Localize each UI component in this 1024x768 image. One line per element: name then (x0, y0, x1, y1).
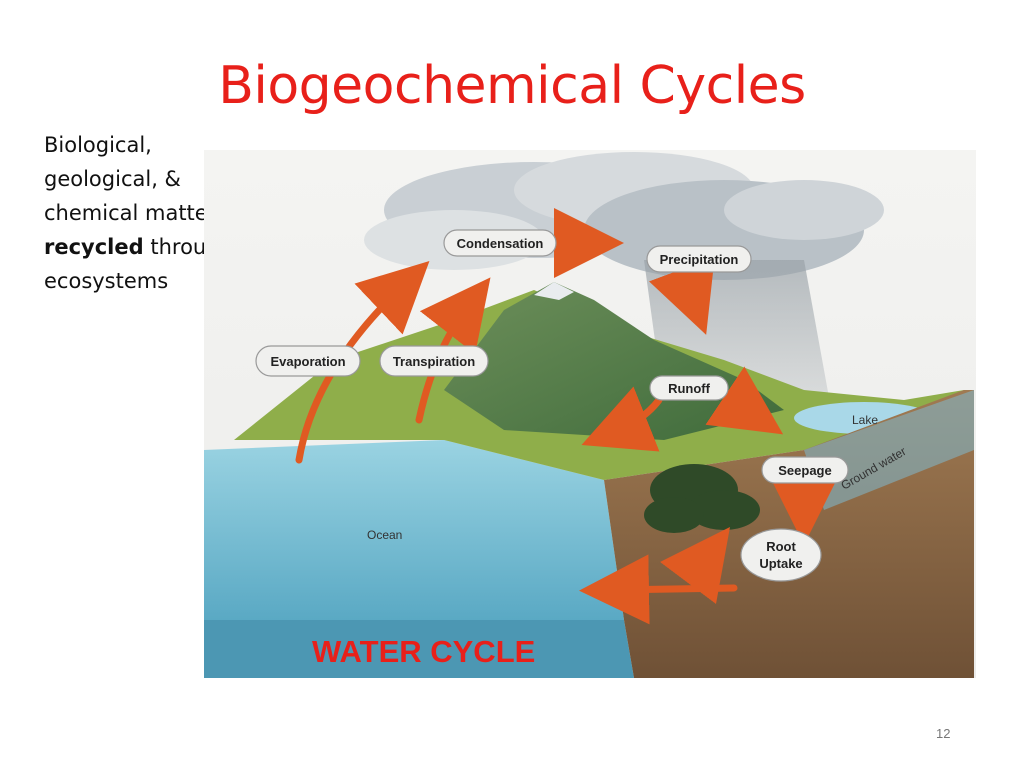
water-cycle-diagram: Condensation Precipitation Evaporation T… (204, 150, 976, 678)
ocean-depth (204, 620, 634, 678)
bullet-emphasis: recycled (44, 235, 144, 259)
bullet-line-5: ecosystems (44, 269, 169, 293)
root-uptake-arrow (660, 526, 730, 604)
seepage-label: Seepage (778, 463, 831, 478)
forest (644, 464, 760, 533)
runoff-arrow-left (581, 386, 663, 452)
precipitation-arrow (649, 257, 715, 335)
bullet-line-1: Biological, (44, 133, 152, 157)
bullet-line-3: chemical matter (44, 201, 217, 225)
label-transpiration: Transpiration (379, 345, 489, 377)
label-precipitation: Precipitation (646, 245, 752, 273)
page-number: 12 (936, 726, 951, 741)
label-root-uptake: Root Uptake (740, 528, 822, 582)
evaporation-label: Evaporation (270, 354, 345, 369)
root-uptake-label-line-1: Root (766, 539, 796, 554)
diagram-caption: WATER CYCLE (312, 634, 536, 669)
transpiration-label: Transpiration (393, 354, 475, 369)
runoff-label: Runoff (668, 381, 711, 396)
groundwater-flow-arrow (579, 554, 738, 625)
label-condensation: Condensation (443, 229, 557, 257)
precipitation-label: Precipitation (660, 252, 739, 267)
snow-cap (534, 282, 574, 300)
label-evaporation: Evaporation (255, 345, 361, 377)
bullet-text: Biological, geological, & chemical matte… (44, 128, 254, 298)
ocean-surface (204, 440, 624, 620)
label-runoff: Runoff (649, 375, 729, 401)
condensation-label: Condensation (457, 236, 544, 251)
groundwater-layer (804, 390, 974, 510)
lake-label: Lake (852, 413, 878, 427)
root-uptake-label-line-2: Uptake (759, 556, 802, 571)
slide-title: Biogeochemical Cycles (218, 56, 806, 116)
ocean-label: Ocean (367, 528, 402, 542)
label-seepage: Seepage (761, 456, 849, 484)
water-cycle-illustration: Condensation Precipitation Evaporation T… (204, 150, 976, 678)
bullet-line-2: geological, & (44, 167, 181, 191)
